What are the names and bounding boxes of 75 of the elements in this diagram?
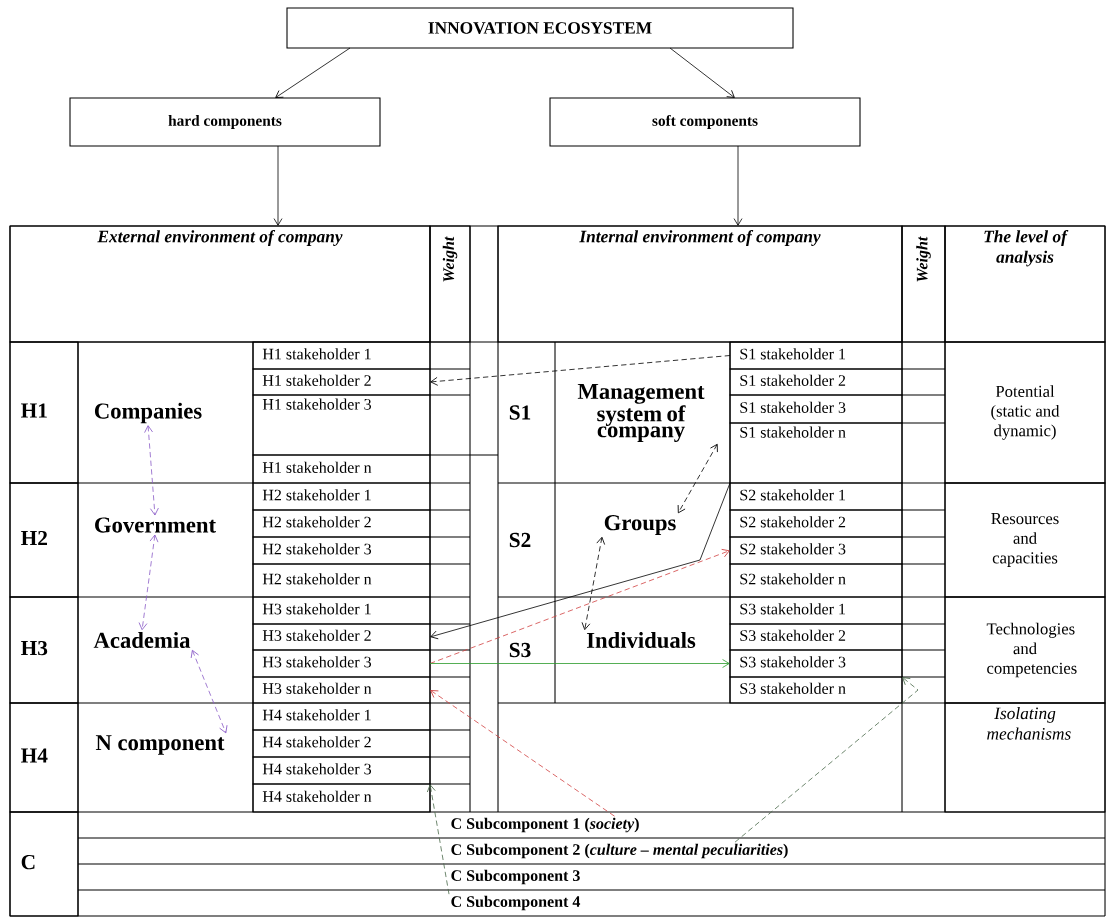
stakeholder-cell: S1 stakeholder n: [729, 422, 903, 484]
stakeholder-cell: H3 stakeholder 1: [252, 596, 431, 625]
category-box: soft components: [549, 97, 861, 147]
row-label: S1: [509, 405, 531, 420]
arrow: [430, 355, 731, 386]
arrow: [581, 536, 606, 631]
stakeholder-cell: H4 stakeholder 2: [252, 729, 431, 758]
category-box: hard components: [69, 97, 381, 147]
row-label: S3: [509, 642, 531, 658]
level-cell: Resources and capacities: [944, 482, 1106, 598]
arrow: [144, 425, 159, 516]
stakeholder-cell: H4 stakeholder 3: [252, 756, 431, 785]
component-name: Groups: [604, 515, 676, 535]
row-label-cell: C: [9, 811, 79, 917]
row-label-cell: H4: [9, 702, 79, 813]
arrow: [733, 145, 743, 226]
subcomponent-text: C Subcomponent 2 (culture – mental peculiarities): [451, 843, 788, 859]
level-cell: Isolating mechanisms: [944, 702, 1106, 813]
component-name: Individuals: [586, 632, 696, 648]
component-name: Academia: [93, 632, 191, 648]
stakeholder-cell: S2 stakeholder 3: [729, 536, 903, 565]
stakeholder-cell: H3 stakeholder 2: [252, 623, 431, 651]
arrow: [275, 47, 351, 98]
stakeholder-cell: H3 stakeholder n: [252, 676, 431, 704]
row-label-cell: H1: [9, 341, 79, 484]
arrow: [429, 549, 730, 664]
stakeholder-cell: H2 stakeholder 3: [252, 536, 431, 565]
header-cell: External environment of company: [9, 225, 431, 343]
row-label-cell: H3: [9, 596, 79, 704]
component-name: N component: [95, 735, 225, 755]
arrow: [273, 145, 283, 226]
stakeholder-cell: S1 stakeholder 3: [729, 394, 903, 424]
stakeholder-cell: S1 stakeholder 2: [729, 368, 903, 396]
level-cell: Technologies and competencies: [944, 596, 1106, 704]
arrow: [677, 443, 718, 514]
row-label-cell: H2: [9, 482, 79, 598]
header-cell: Internal environment of company: [497, 225, 903, 343]
stakeholder-cell: S3 stakeholder 3: [729, 649, 903, 678]
stakeholder-cell: H2 stakeholder 2: [252, 509, 431, 538]
stakeholder-cell: S3 stakeholder 1: [729, 596, 903, 625]
weight-header-cell: Weight: [901, 225, 946, 343]
arrow: [426, 784, 450, 895]
stakeholder-cell: H3 stakeholder 3: [252, 649, 431, 678]
component-name: Government: [95, 517, 216, 533]
stakeholder-cell: H1 stakeholder 2: [252, 368, 431, 396]
subcomponent-text: C Subcomponent 4: [451, 895, 581, 911]
arrow: [430, 690, 615, 817]
component-name: Companies: [94, 402, 202, 424]
stakeholder-cell: H1 stakeholder 3: [252, 394, 431, 456]
stakeholder-cell: H1 stakeholder 1: [252, 341, 431, 370]
subcomponent-text: C Subcomponent 1 (society): [451, 817, 639, 833]
subcomponent-text: C Subcomponent 3: [451, 869, 580, 885]
row-label: S2: [509, 532, 531, 548]
stakeholder-cell: S2 stakeholder 1: [729, 482, 903, 511]
header-cell: The level of analysis: [944, 225, 1106, 343]
stakeholder-cell: H2 stakeholder 1: [252, 482, 431, 511]
arrow: [138, 534, 159, 631]
weight-header-cell: Weight: [429, 225, 471, 343]
arrow: [430, 482, 731, 640]
stakeholder-cell: S3 stakeholder 2: [729, 623, 903, 651]
stakeholder-cell: H4 stakeholder n: [252, 783, 431, 813]
arrow: [429, 659, 730, 668]
stakeholder-cell: S2 stakeholder 2: [729, 509, 903, 538]
arrow: [190, 649, 228, 734]
stakeholder-cell: H2 stakeholder n: [252, 563, 431, 598]
stakeholder-cell: H1 stakeholder n: [252, 454, 431, 484]
arrow: [734, 677, 919, 843]
stakeholder-cell: S1 stakeholder 1: [729, 341, 903, 370]
stakeholder-cell: H4 stakeholder 1: [252, 702, 431, 731]
level-cell: Potential (static and dynamic): [944, 341, 1106, 484]
stakeholder-cell: S3 stakeholder n: [729, 676, 903, 704]
arrow: [669, 47, 735, 98]
component-name: Management system of company: [577, 384, 705, 442]
title-box: INNOVATION ECOSYSTEM: [286, 7, 794, 49]
stakeholder-cell: S2 stakeholder n: [729, 563, 903, 598]
